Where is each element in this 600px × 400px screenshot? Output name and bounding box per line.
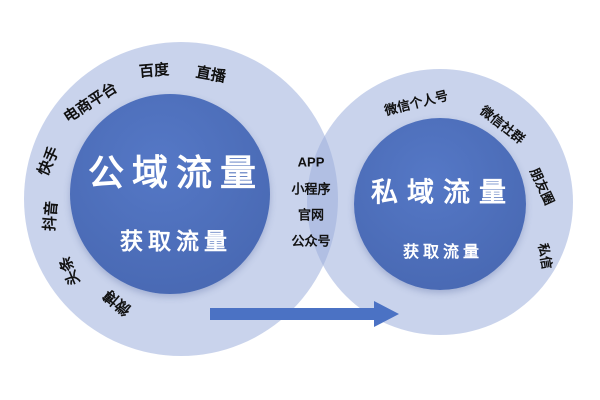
overlap-channel-label: APP [297,154,325,170]
arrow-shaft [210,308,374,320]
overlap-channel-label: 官网 [297,207,325,223]
public-traffic-inner-circle [70,94,270,294]
arrow-head [374,301,399,327]
public-channel-label: 抖音 [41,200,61,232]
overlap-channel-label: 公众号 [291,233,331,249]
public-channel-label: 百度 [138,61,170,81]
private-traffic-inner-circle [354,118,526,290]
private-traffic-title: 私域流量 [371,177,515,208]
public-traffic-title: 公域流量 [87,152,265,193]
overlap-channel-label: 小程序 [291,181,331,197]
public-traffic-subtitle: 获取流量 [120,228,232,254]
right-arrow [210,301,399,327]
private-traffic-subtitle: 获取流量 [402,244,484,261]
